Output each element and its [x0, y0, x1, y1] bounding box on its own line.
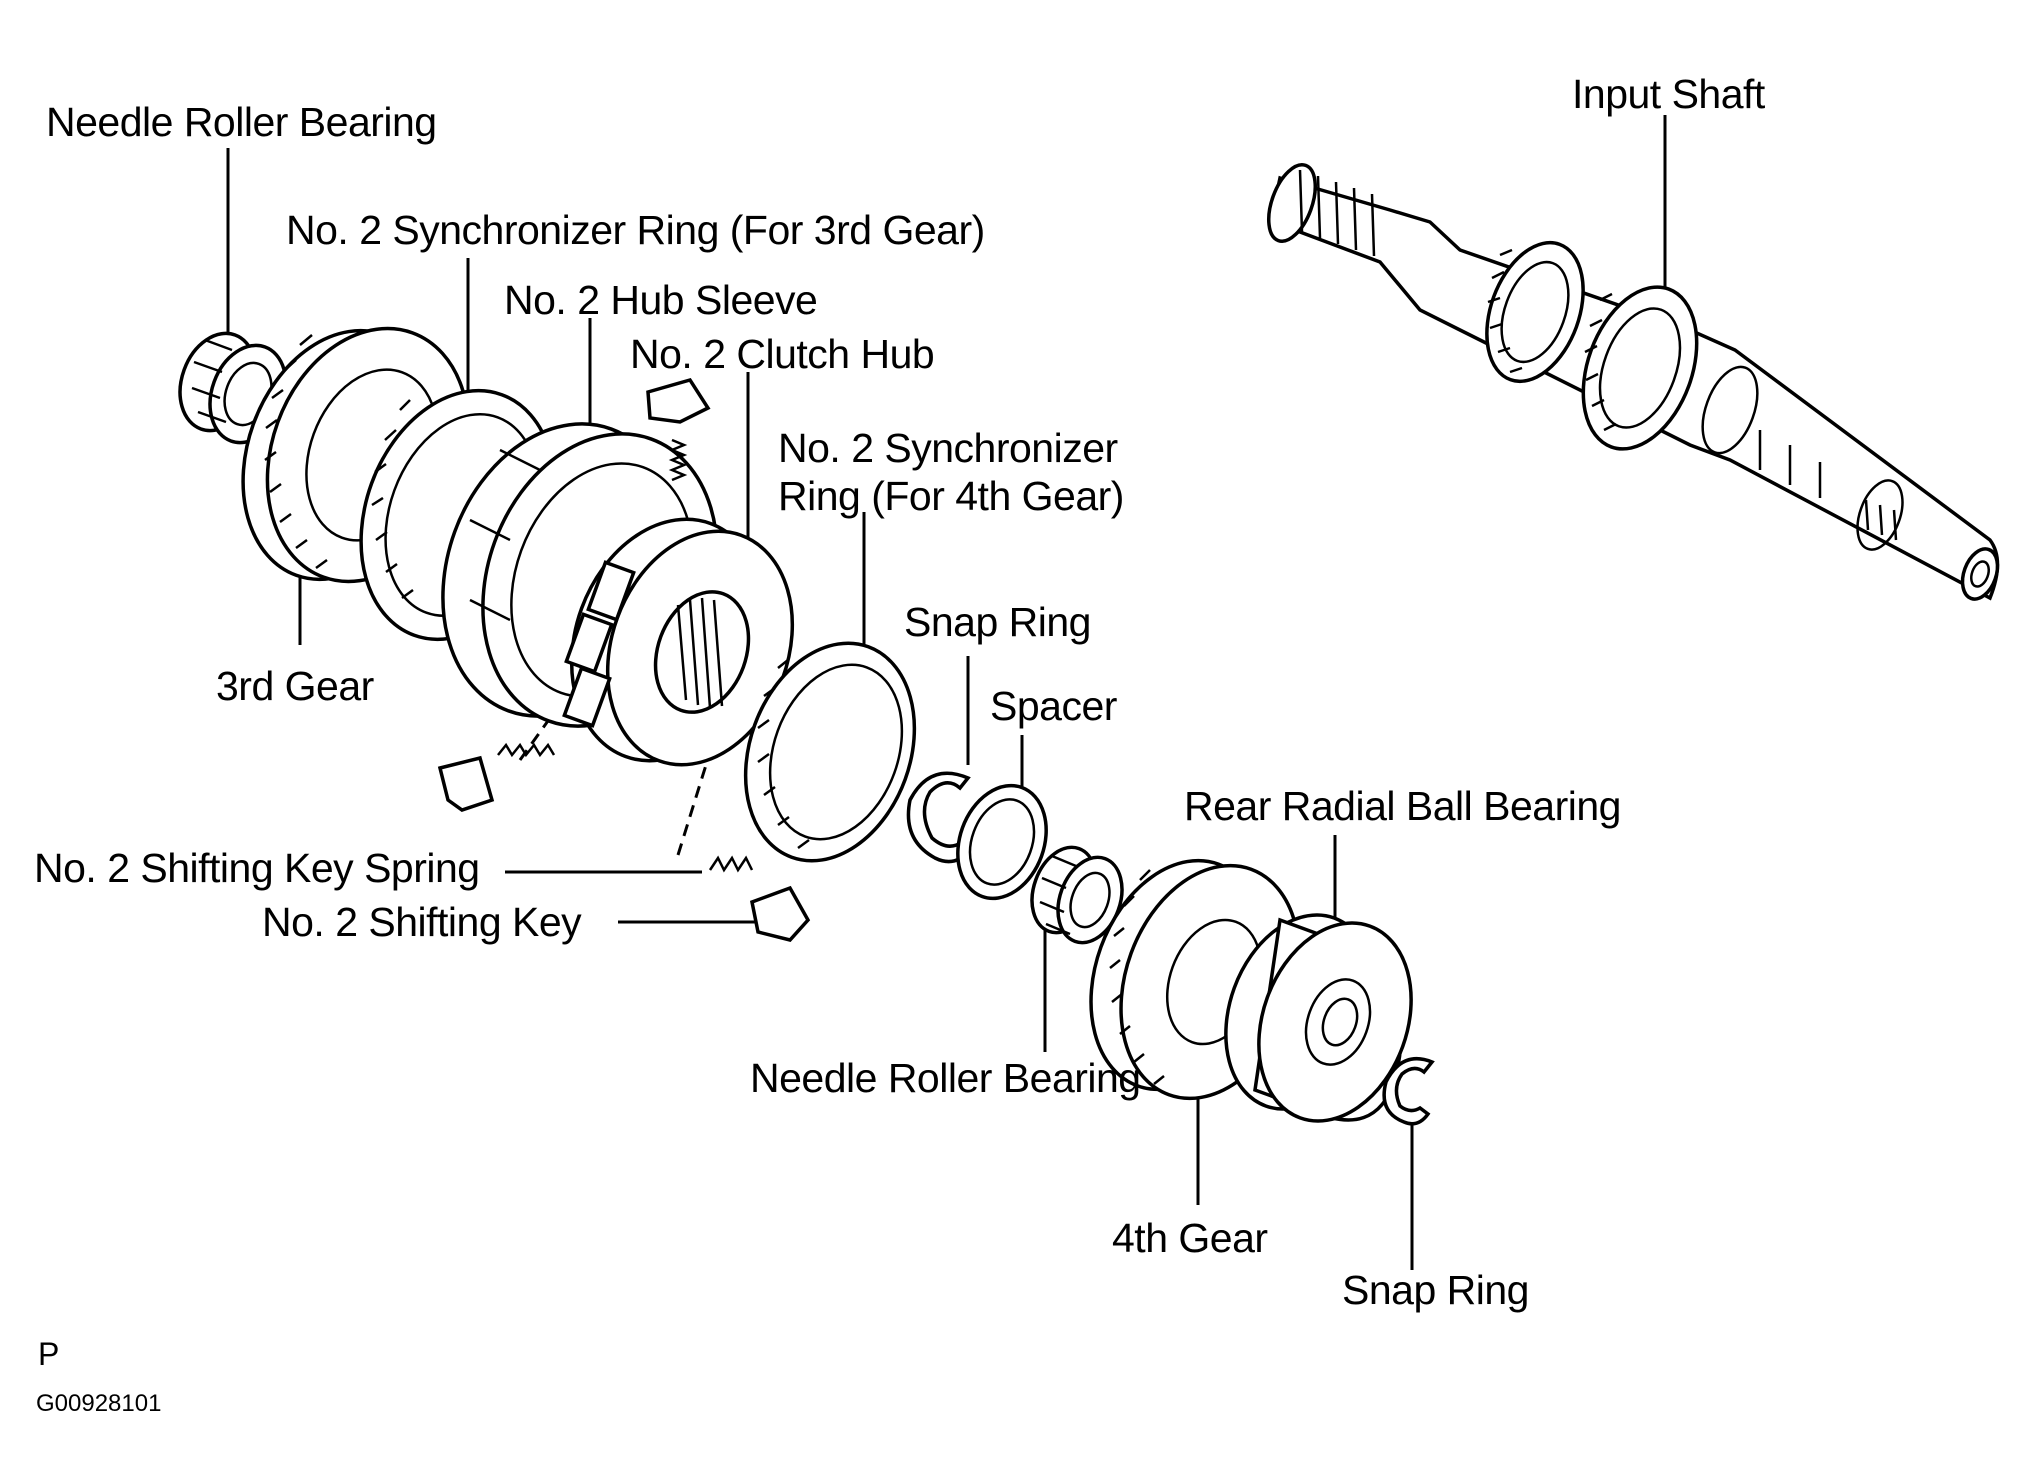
label-snap-ring-upper: Snap Ring: [904, 599, 1091, 645]
label-hub-sleeve: No. 2 Hub Sleeve: [504, 277, 818, 323]
shifting-keys-and-springs: [437, 377, 811, 942]
label-third-gear: 3rd Gear: [216, 663, 374, 709]
needle-roller-bearing-bottom: [1030, 845, 1124, 945]
label-shifting-key-spring: No. 2 Shifting Key Spring: [34, 845, 480, 891]
view-code: P: [38, 1336, 60, 1372]
snap-ring-lower: [1382, 1057, 1435, 1126]
label-needle-roller-bearing-bottom: Needle Roller Bearing: [750, 1055, 1141, 1101]
label-input-shaft: Input Shaft: [1572, 71, 1765, 117]
label-fourth-gear: 4th Gear: [1112, 1215, 1268, 1261]
clutch-hub: [562, 517, 795, 767]
label-synchronizer-ring-3rd: No. 2 Synchronizer Ring (For 3rd Gear): [286, 207, 985, 253]
input-shaft: [1267, 163, 2000, 601]
rear-radial-ball-bearing: [1224, 913, 1413, 1123]
synchronizer-ring-4th: [743, 641, 917, 863]
label-synchronizer-ring-4th-line2: Ring (For 4th Gear): [778, 473, 1124, 519]
leader-lines: [226, 115, 1667, 1270]
figure-id: G00928101: [36, 1390, 162, 1417]
spacer: [956, 783, 1048, 901]
label-shifting-key: No. 2 Shifting Key: [262, 899, 582, 945]
label-snap-ring-lower: Snap Ring: [1342, 1267, 1529, 1313]
label-synchronizer-ring-4th-line1: No. 2 Synchronizer: [778, 425, 1118, 471]
label-clutch-hub: No. 2 Clutch Hub: [630, 331, 935, 377]
label-spacer: Spacer: [990, 683, 1117, 729]
label-rear-radial-ball-bearing: Rear Radial Ball Bearing: [1184, 783, 1621, 829]
label-needle-roller-bearing-top: Needle Roller Bearing: [46, 99, 437, 145]
